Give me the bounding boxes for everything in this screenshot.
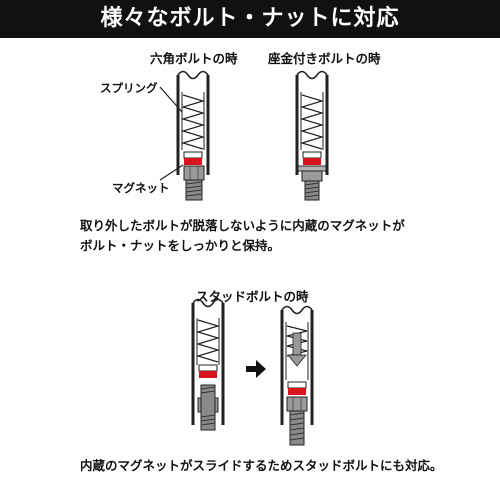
spring-icon [299,94,325,150]
description-top-line1: 取り外したボルトが脱落しないように内蔵のマグネットが [80,218,405,233]
socket-stud-after [280,305,314,446]
magnet-icon [198,364,218,372]
label-flange-bolt: 座金付きボルトの時 [268,51,381,66]
arrow-down-icon [287,332,307,367]
socket-flange-bolt [295,70,329,201]
spring-icon [286,325,308,357]
description-bottom: 内蔵のマグネットがスライドするためスタッドボルトにも対応。 [80,458,443,473]
magnet-icon [287,381,307,389]
callout-magnet: マグネット [112,181,170,195]
callout-spring: スプリング [100,81,158,95]
socket-stud-before [191,298,225,431]
label-stud-bolt: スタッドボルトの時 [196,289,309,304]
label-hex-bolt: 六角ボルトの時 [150,51,238,66]
socket-hex-bolt [176,70,210,201]
title-banner: 様々なボルト・ナットに対応 [0,0,500,38]
bolt-icon [200,384,216,431]
spring-icon [180,94,206,150]
arrow-right-icon [246,360,266,378]
callout-line-magnet [159,164,184,181]
description-top-line2: ボルト・ナットをしっかりと保持。 [80,238,281,253]
spring-icon [195,319,221,363]
magnet-icon [302,151,322,159]
magnet-icon [183,151,203,159]
